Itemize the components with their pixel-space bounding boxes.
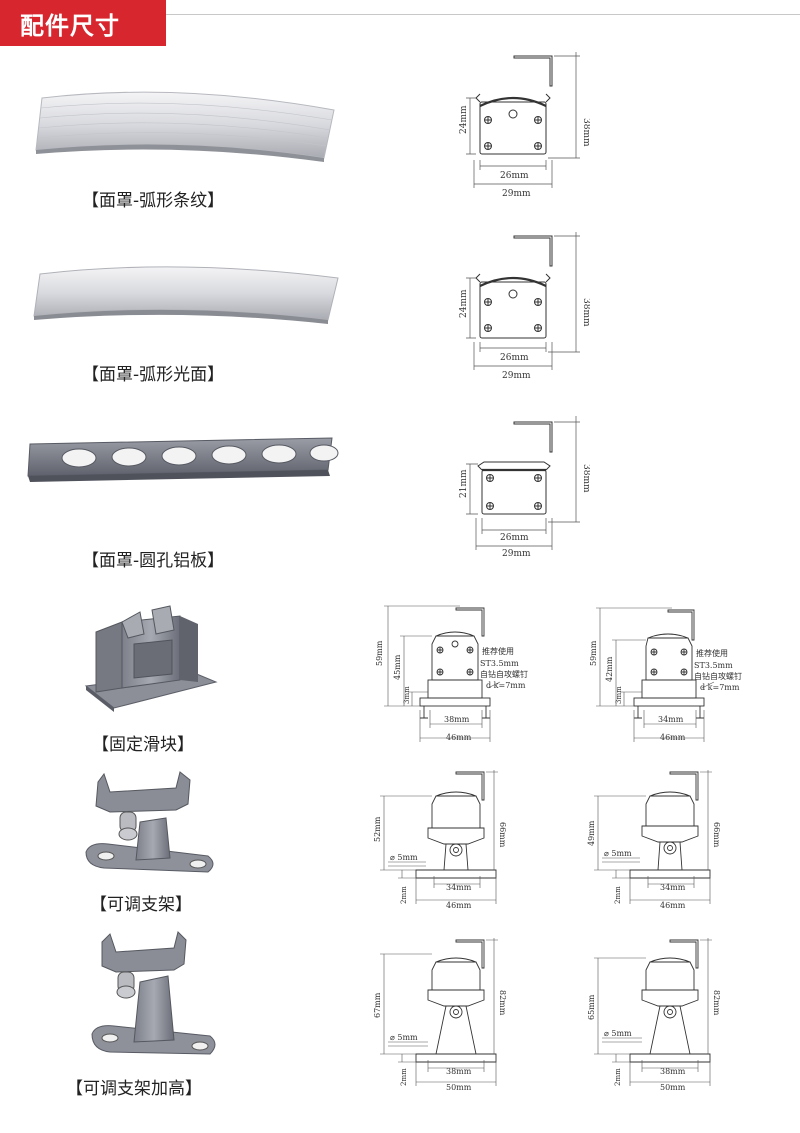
bracket-high-drawing-left: 67mm 82mm ⌀ 5mm 2mm 38mm 50mm bbox=[373, 938, 507, 1092]
header-bar bbox=[0, 0, 166, 46]
dim-2mm: 2mm bbox=[614, 886, 622, 904]
dim-38mm: 38mm bbox=[581, 118, 590, 147]
dim-65mm: 65mm bbox=[587, 994, 596, 1020]
dim-38mm: 38mm bbox=[581, 464, 590, 493]
caption-cover-striped: 【面罩-弧形条纹】 bbox=[82, 191, 225, 211]
dim-49mm: 49mm bbox=[587, 820, 596, 846]
dim-38mm: 38mm bbox=[581, 298, 590, 327]
dim-24mm: 24mm bbox=[459, 289, 469, 318]
bracket-high-photo bbox=[91, 931, 216, 1055]
dim-5mm: ⌀ 5mm bbox=[390, 853, 418, 862]
dim-46mm: 46mm bbox=[660, 901, 686, 910]
dim-46mm: 46mm bbox=[446, 901, 472, 910]
note-line-4: d k=7mm bbox=[486, 681, 526, 690]
dim-3mm: 3mm bbox=[403, 686, 411, 704]
header-divider bbox=[166, 14, 800, 15]
bracket-photo bbox=[85, 771, 214, 873]
note-line-2: ST3.5mm bbox=[480, 659, 519, 668]
dim-5mm: ⌀ 5mm bbox=[390, 1033, 418, 1042]
dim-45mm: 45mm bbox=[393, 654, 402, 680]
dim-29mm: 29mm bbox=[502, 371, 531, 381]
cover-smooth-drawing: 24mm 38mm 26mm 29mm bbox=[459, 232, 590, 381]
dim-66mm: 66mm bbox=[498, 822, 507, 848]
note-line-3: 自钻自攻螺钉 bbox=[694, 671, 742, 681]
dim-46mm: 46mm bbox=[660, 733, 686, 742]
dim-5mm-value: 5mm bbox=[611, 1029, 632, 1038]
dim-5mm: ⌀ 5mm bbox=[604, 849, 632, 858]
caption-bracket-high: 【可调支架加高】 bbox=[66, 1079, 202, 1099]
dim-46mm: 46mm bbox=[446, 733, 472, 742]
dim-59mm: 59mm bbox=[589, 640, 598, 666]
dim-5mm-value: 5mm bbox=[397, 853, 418, 862]
note-line-4: d k=7mm bbox=[700, 683, 740, 692]
dim-26mm: 26mm bbox=[500, 353, 529, 363]
dim-82mm: 82mm bbox=[498, 990, 507, 1016]
dim-2mm: 2mm bbox=[400, 886, 408, 904]
dim-5mm: ⌀ 5mm bbox=[604, 1029, 632, 1038]
dim-5mm-value: 5mm bbox=[611, 849, 632, 858]
bracket-drawing-right: 49mm 66mm ⌀ 5mm 2mm 34mm 46mm bbox=[587, 770, 721, 910]
note-line-3: 自钻自攻螺钉 bbox=[480, 669, 528, 679]
caption-bracket: 【可调支架】 bbox=[90, 895, 192, 915]
bracket-drawing-left: 52mm 66mm ⌀ 5mm 2mm 34mm 46mm bbox=[373, 770, 507, 910]
dim-5mm-value: 5mm bbox=[397, 1033, 418, 1042]
note-line-2: ST3.5mm bbox=[694, 661, 733, 670]
caption-cover-smooth: 【面罩-弧形光面】 bbox=[82, 365, 225, 385]
dim-52mm: 52mm bbox=[373, 816, 382, 842]
dim-2mm: 2mm bbox=[614, 1068, 622, 1086]
dim-67mm: 67mm bbox=[373, 992, 382, 1018]
dim-66mm: 66mm bbox=[712, 822, 721, 848]
dim-50mm: 50mm bbox=[446, 1083, 472, 1092]
dim-29mm: 29mm bbox=[502, 189, 531, 199]
dim-38mm: 38mm bbox=[446, 1067, 472, 1076]
dim-29mm: 29mm bbox=[502, 549, 531, 558]
page-title: 配件尺寸 bbox=[20, 12, 120, 40]
caption-slider: 【固定滑块】 bbox=[92, 735, 194, 755]
slider-photo bbox=[84, 605, 218, 712]
dim-2mm: 2mm bbox=[400, 1068, 408, 1086]
dim-59mm: 59mm bbox=[375, 640, 384, 666]
dim-50mm: 50mm bbox=[660, 1083, 686, 1092]
cover-striped-photo bbox=[35, 91, 335, 162]
dim-26mm: 26mm bbox=[500, 533, 529, 543]
dim-38mm: 38mm bbox=[660, 1067, 686, 1076]
cover-smooth-photo bbox=[33, 266, 339, 324]
slider-drawing-left: 59mm 45mm 3mm 38mm 46mm 推荐使用 ST3.5mm 自钻自… bbox=[375, 605, 528, 742]
dim-26mm: 26mm bbox=[500, 171, 529, 181]
perforated-plate-drawing: 21mm 38mm 26mm 29mm bbox=[459, 416, 590, 558]
dim-42mm: 42mm bbox=[605, 656, 614, 682]
note-line-1: 推荐使用 bbox=[482, 646, 514, 656]
caption-perforated-plate: 【面罩-圆孔铝板】 bbox=[82, 551, 225, 571]
dim-24mm: 24mm bbox=[459, 105, 469, 134]
dim-3mm: 3mm bbox=[615, 686, 623, 704]
dim-34mm: 34mm bbox=[660, 883, 686, 892]
perforated-plate-photo bbox=[27, 437, 339, 482]
dim-34mm: 34mm bbox=[446, 883, 472, 892]
dim-38mm: 38mm bbox=[444, 715, 470, 724]
slider-drawing-right: 59mm 42mm 3mm 34mm 46mm 推荐使用 ST3.5mm 自钻自… bbox=[589, 607, 742, 742]
note-line-1: 推荐使用 bbox=[696, 648, 728, 658]
dim-34mm: 34mm bbox=[658, 715, 684, 724]
dim-82mm: 82mm bbox=[712, 990, 721, 1016]
dim-21mm: 21mm bbox=[459, 469, 469, 498]
bracket-high-drawing-right: 65mm 82mm ⌀ 5mm 2mm 38mm 50mm bbox=[587, 938, 721, 1092]
cover-striped-drawing: 24mm 38mm 26mm 29mm bbox=[459, 52, 590, 199]
